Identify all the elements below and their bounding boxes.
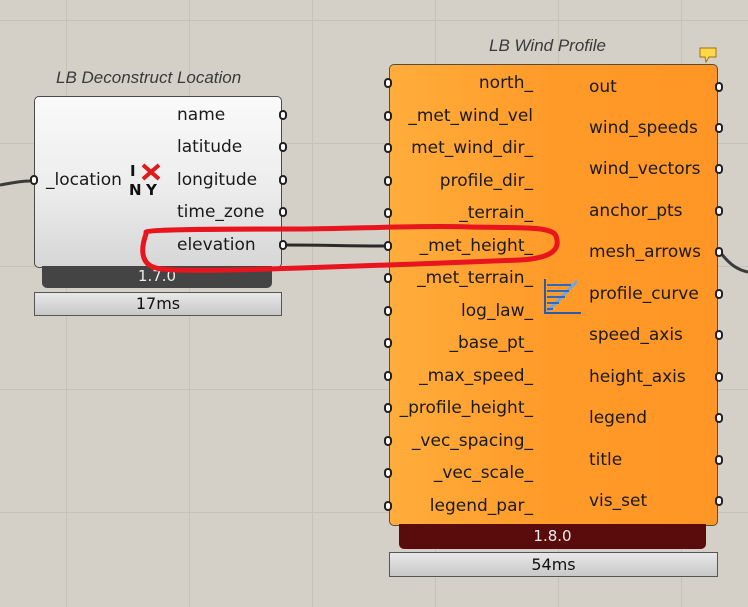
latitude-output-grip[interactable] [279, 142, 287, 152]
output-name-label: name [177, 105, 226, 125]
speech-bubble-icon[interactable] [698, 44, 718, 64]
output-wind-vectors-label: wind_vectors [589, 159, 701, 179]
vis-set-outgoing-wire[interactable] [718, 251, 748, 274]
output-anchor-pts-label: anchor_pts [589, 201, 683, 221]
input-met-wind-dir-label: met_wind_dir_ [411, 138, 533, 158]
input-profile-dir-label: profile_dir_ [439, 171, 533, 191]
north-input-grip[interactable] [384, 78, 392, 88]
input-profile-height-label: _profile_height_ [399, 398, 533, 418]
vis-set-output-grip[interactable] [715, 496, 723, 506]
output-height-axis-label: height_axis [589, 367, 686, 387]
output-legend-label: legend [589, 408, 647, 428]
input-vec-scale-label: _vec_scale_ [433, 463, 533, 483]
input-met-terrain-label: _met_terrain_ [417, 268, 533, 288]
output-longitude-label: longitude [177, 170, 258, 190]
profile-dir-input-grip[interactable] [384, 176, 392, 186]
output-speed-axis-label: speed_axis [589, 325, 683, 345]
incoming-location-wire[interactable] [0, 179, 31, 187]
deconstruct-version-bar: 1.7.0 [42, 266, 272, 288]
input-met-wind-vel-label: _met_wind_vel [408, 106, 533, 126]
input-terrain-label: _terrain_ [459, 203, 533, 223]
svg-text:N: N [129, 181, 142, 198]
input-legend-par-label: legend_par_ [429, 496, 533, 516]
max-speed-input-grip[interactable] [384, 371, 392, 381]
mesh-arrows-output-grip[interactable] [715, 247, 723, 257]
height-axis-output-grip[interactable] [715, 372, 723, 382]
elevation-output-grip[interactable] [279, 240, 287, 250]
vec-scale-input-grip[interactable] [384, 468, 392, 478]
output-elevation-label: elevation [177, 235, 256, 255]
met-terrain-input-grip[interactable] [384, 273, 392, 283]
terrain-input-grip[interactable] [384, 208, 392, 218]
met-wind-dir-input-grip[interactable] [384, 143, 392, 153]
output-title-label: title [589, 450, 623, 470]
output-vis-set-label: vis_set [589, 491, 648, 511]
output-time-zone-label: time_zone [177, 202, 265, 222]
name-output-grip[interactable] [279, 110, 287, 120]
input-location-label: _location [46, 170, 122, 190]
profile-curve-output-grip[interactable] [715, 289, 723, 299]
wind-vectors-output-grip[interactable] [715, 164, 723, 174]
svg-text:I: I [130, 162, 136, 180]
output-wind-speeds-label: wind_speeds [589, 118, 698, 138]
legend-output-grip[interactable] [715, 413, 723, 423]
deconstruct-location-title: LB Deconstruct Location [56, 68, 242, 87]
base-pt-input-grip[interactable] [384, 338, 392, 348]
legend-par-input-grip[interactable] [384, 501, 392, 511]
vec-spacing-input-grip[interactable] [384, 436, 392, 446]
output-latitude-label: latitude [177, 137, 243, 157]
met-height-input-grip[interactable] [384, 241, 392, 251]
wind-profile-icon [544, 279, 581, 314]
time-zone-output-grip[interactable] [279, 207, 287, 217]
log-law-input-grip[interactable] [384, 306, 392, 316]
input-log-law-label: log_law_ [461, 301, 533, 321]
output-profile-curve-label: profile_curve [589, 284, 699, 304]
new-york-city-icon: I N Y [129, 162, 161, 198]
elevation-to-met-height-wire[interactable] [283, 243, 386, 248]
wind-profile-title: LB Wind Profile [489, 36, 607, 55]
longitude-output-grip[interactable] [279, 175, 287, 185]
title-output-grip[interactable] [715, 455, 723, 465]
location-input-grip[interactable] [30, 175, 38, 185]
speed-axis-output-grip[interactable] [715, 330, 723, 340]
svg-text:Y: Y [145, 181, 158, 198]
wind-profile-version-bar: 1.8.0 [399, 524, 706, 549]
input-north-label: north_ [478, 73, 533, 93]
output-mesh-arrows-label: mesh_arrows [589, 242, 702, 262]
wind-profile-profiler-bar: 54ms [389, 552, 718, 577]
out-output-grip[interactable] [715, 82, 723, 92]
deconstruct-profiler-bar: 17ms [34, 292, 282, 316]
input-base-pt-label: _base_pt_ [449, 333, 533, 353]
output-out-label: out [589, 77, 617, 97]
met-wind-vel-input-grip[interactable] [384, 111, 392, 121]
wind-speeds-output-grip[interactable] [715, 123, 723, 133]
input-met-height-label: _met_height_ [419, 236, 533, 256]
input-vec-spacing-label: _vec_spacing_ [411, 431, 533, 451]
input-max-speed-label: _max_speed_ [419, 366, 533, 386]
anchor-pts-output-grip[interactable] [715, 206, 723, 216]
profile-height-input-grip[interactable] [384, 403, 392, 413]
